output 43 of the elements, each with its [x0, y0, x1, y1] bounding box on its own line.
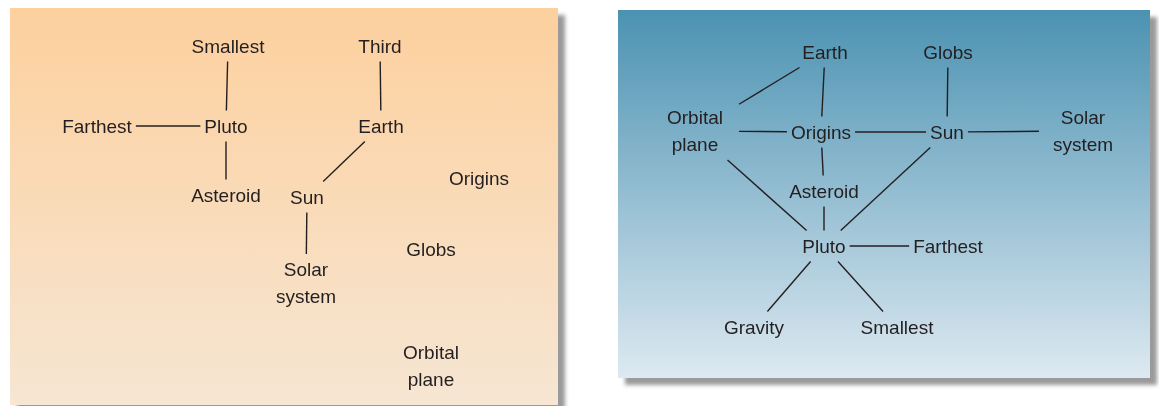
concept-label: Globs: [402, 233, 460, 265]
connector-line: [738, 130, 788, 133]
connector-line: [766, 260, 812, 313]
concept-label: Smallest: [187, 30, 269, 62]
concept-label: Farthest: [58, 110, 136, 142]
connector-line: [946, 66, 949, 118]
connector-line: [305, 211, 308, 255]
connector-line: [848, 245, 910, 247]
concept-label: Solar system: [262, 254, 350, 312]
concept-label: Sun: [286, 181, 328, 213]
concept-label: Origins: [444, 162, 514, 194]
connector-line: [726, 159, 808, 232]
connector-line: [840, 146, 931, 232]
concept-label: Orbital plane: [387, 337, 475, 395]
concept-label: Sun: [926, 116, 968, 148]
concept-label: Solar system: [1039, 102, 1127, 160]
concept-label: Asteroid: [785, 175, 863, 207]
connector-line: [379, 60, 382, 112]
connector-line: [225, 140, 227, 181]
connector-line: [821, 146, 824, 177]
connector-line: [967, 130, 1040, 133]
concept-label: Pluto: [798, 230, 850, 262]
concept-label: Globs: [919, 36, 977, 68]
concept-label: Pluto: [200, 110, 252, 142]
concept-label: Earth: [354, 110, 408, 142]
connector-line: [322, 140, 366, 183]
connector-line: [225, 60, 229, 112]
concept-label: Origins: [786, 116, 856, 148]
connector-line: [837, 260, 884, 313]
concept-label: Farthest: [909, 230, 987, 262]
panel-background: [10, 8, 558, 405]
concept-label: Earth: [798, 36, 852, 68]
concept-label: Gravity: [719, 311, 789, 343]
concept-label: Orbital plane: [651, 102, 739, 160]
panel-background: [618, 10, 1150, 378]
connector-line: [854, 131, 927, 133]
connector-line: [821, 66, 825, 118]
concept-label: Third: [354, 30, 406, 62]
connector-line: [823, 205, 825, 232]
connector-line: [738, 66, 801, 105]
connector-line: [135, 125, 202, 127]
concept-label: Smallest: [856, 311, 938, 343]
concept-label: Asteroid: [187, 179, 265, 211]
